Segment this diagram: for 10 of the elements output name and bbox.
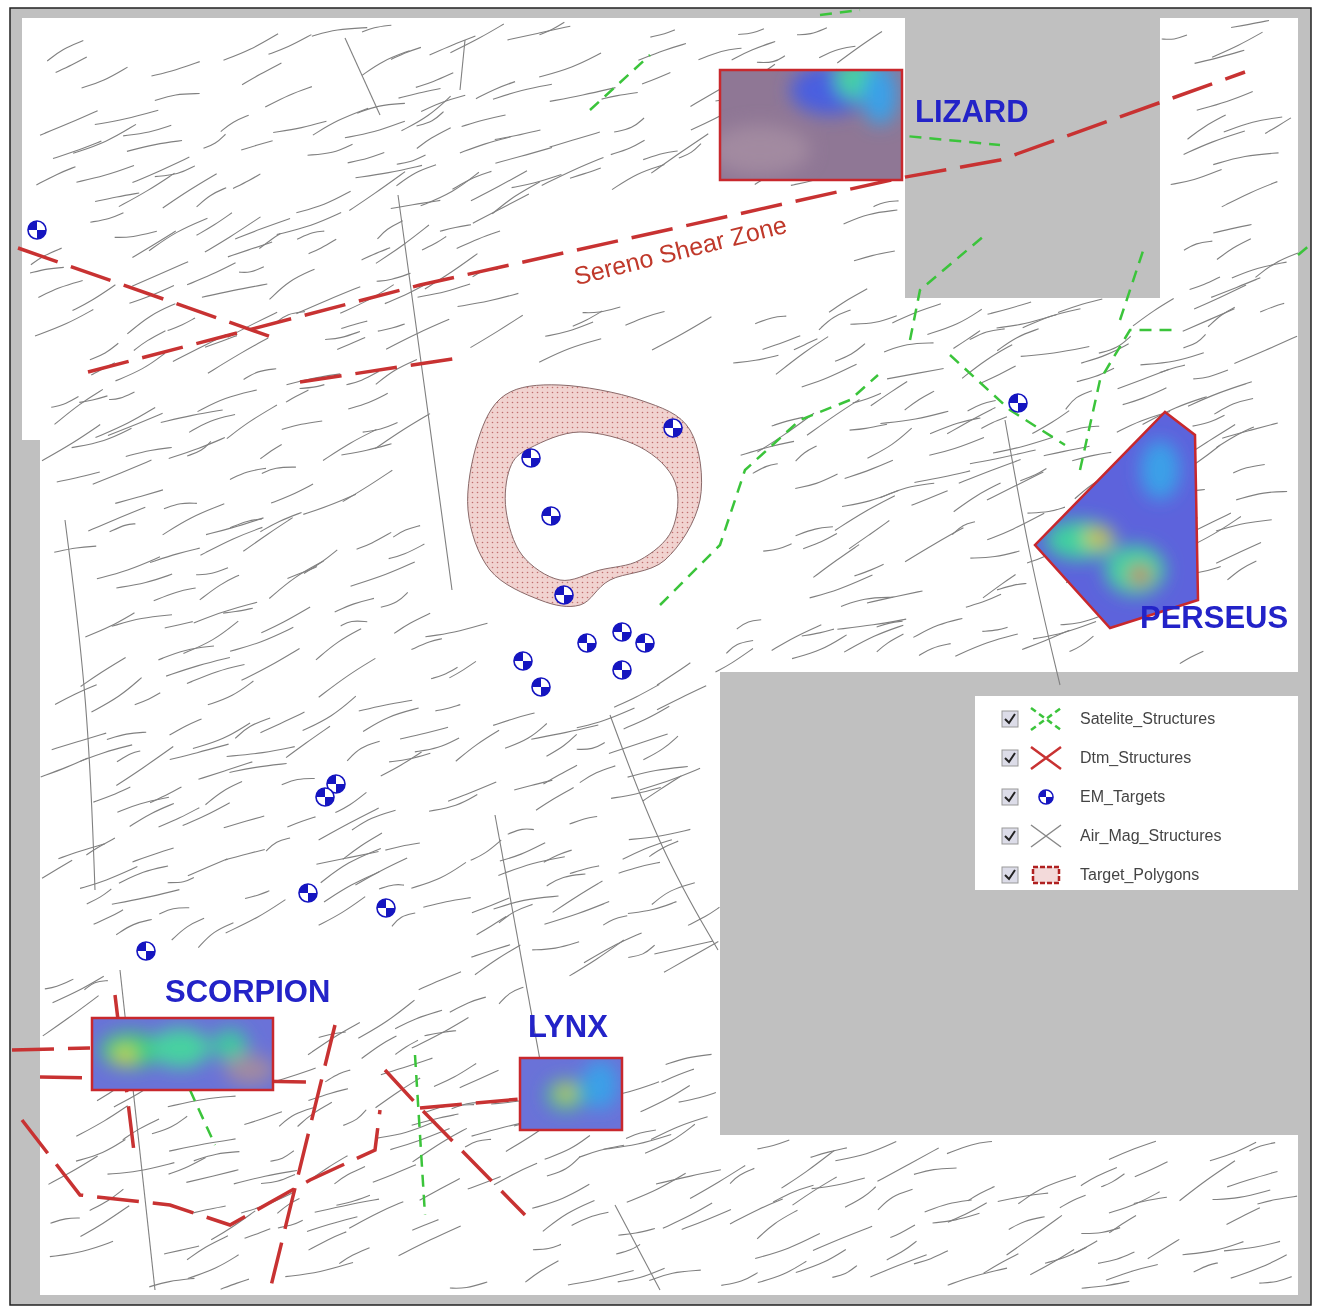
target-label: LIZARD <box>915 96 1029 127</box>
shear-zone-label: Sereno Shear Zone <box>571 210 790 291</box>
target-label: PERSEUS <box>1140 602 1289 633</box>
legend-text: Dtm_Structures <box>1080 749 1192 767</box>
legend-text: Target_Polygons <box>1080 866 1200 884</box>
target-label: LYNX <box>528 1011 608 1042</box>
legend-text: Air_Mag_Structures <box>1080 827 1222 845</box>
target-label: SCORPION <box>165 976 331 1007</box>
legend-text: Satelite_Structures <box>1080 710 1216 728</box>
legend-text: EM_Targets <box>1080 788 1166 806</box>
